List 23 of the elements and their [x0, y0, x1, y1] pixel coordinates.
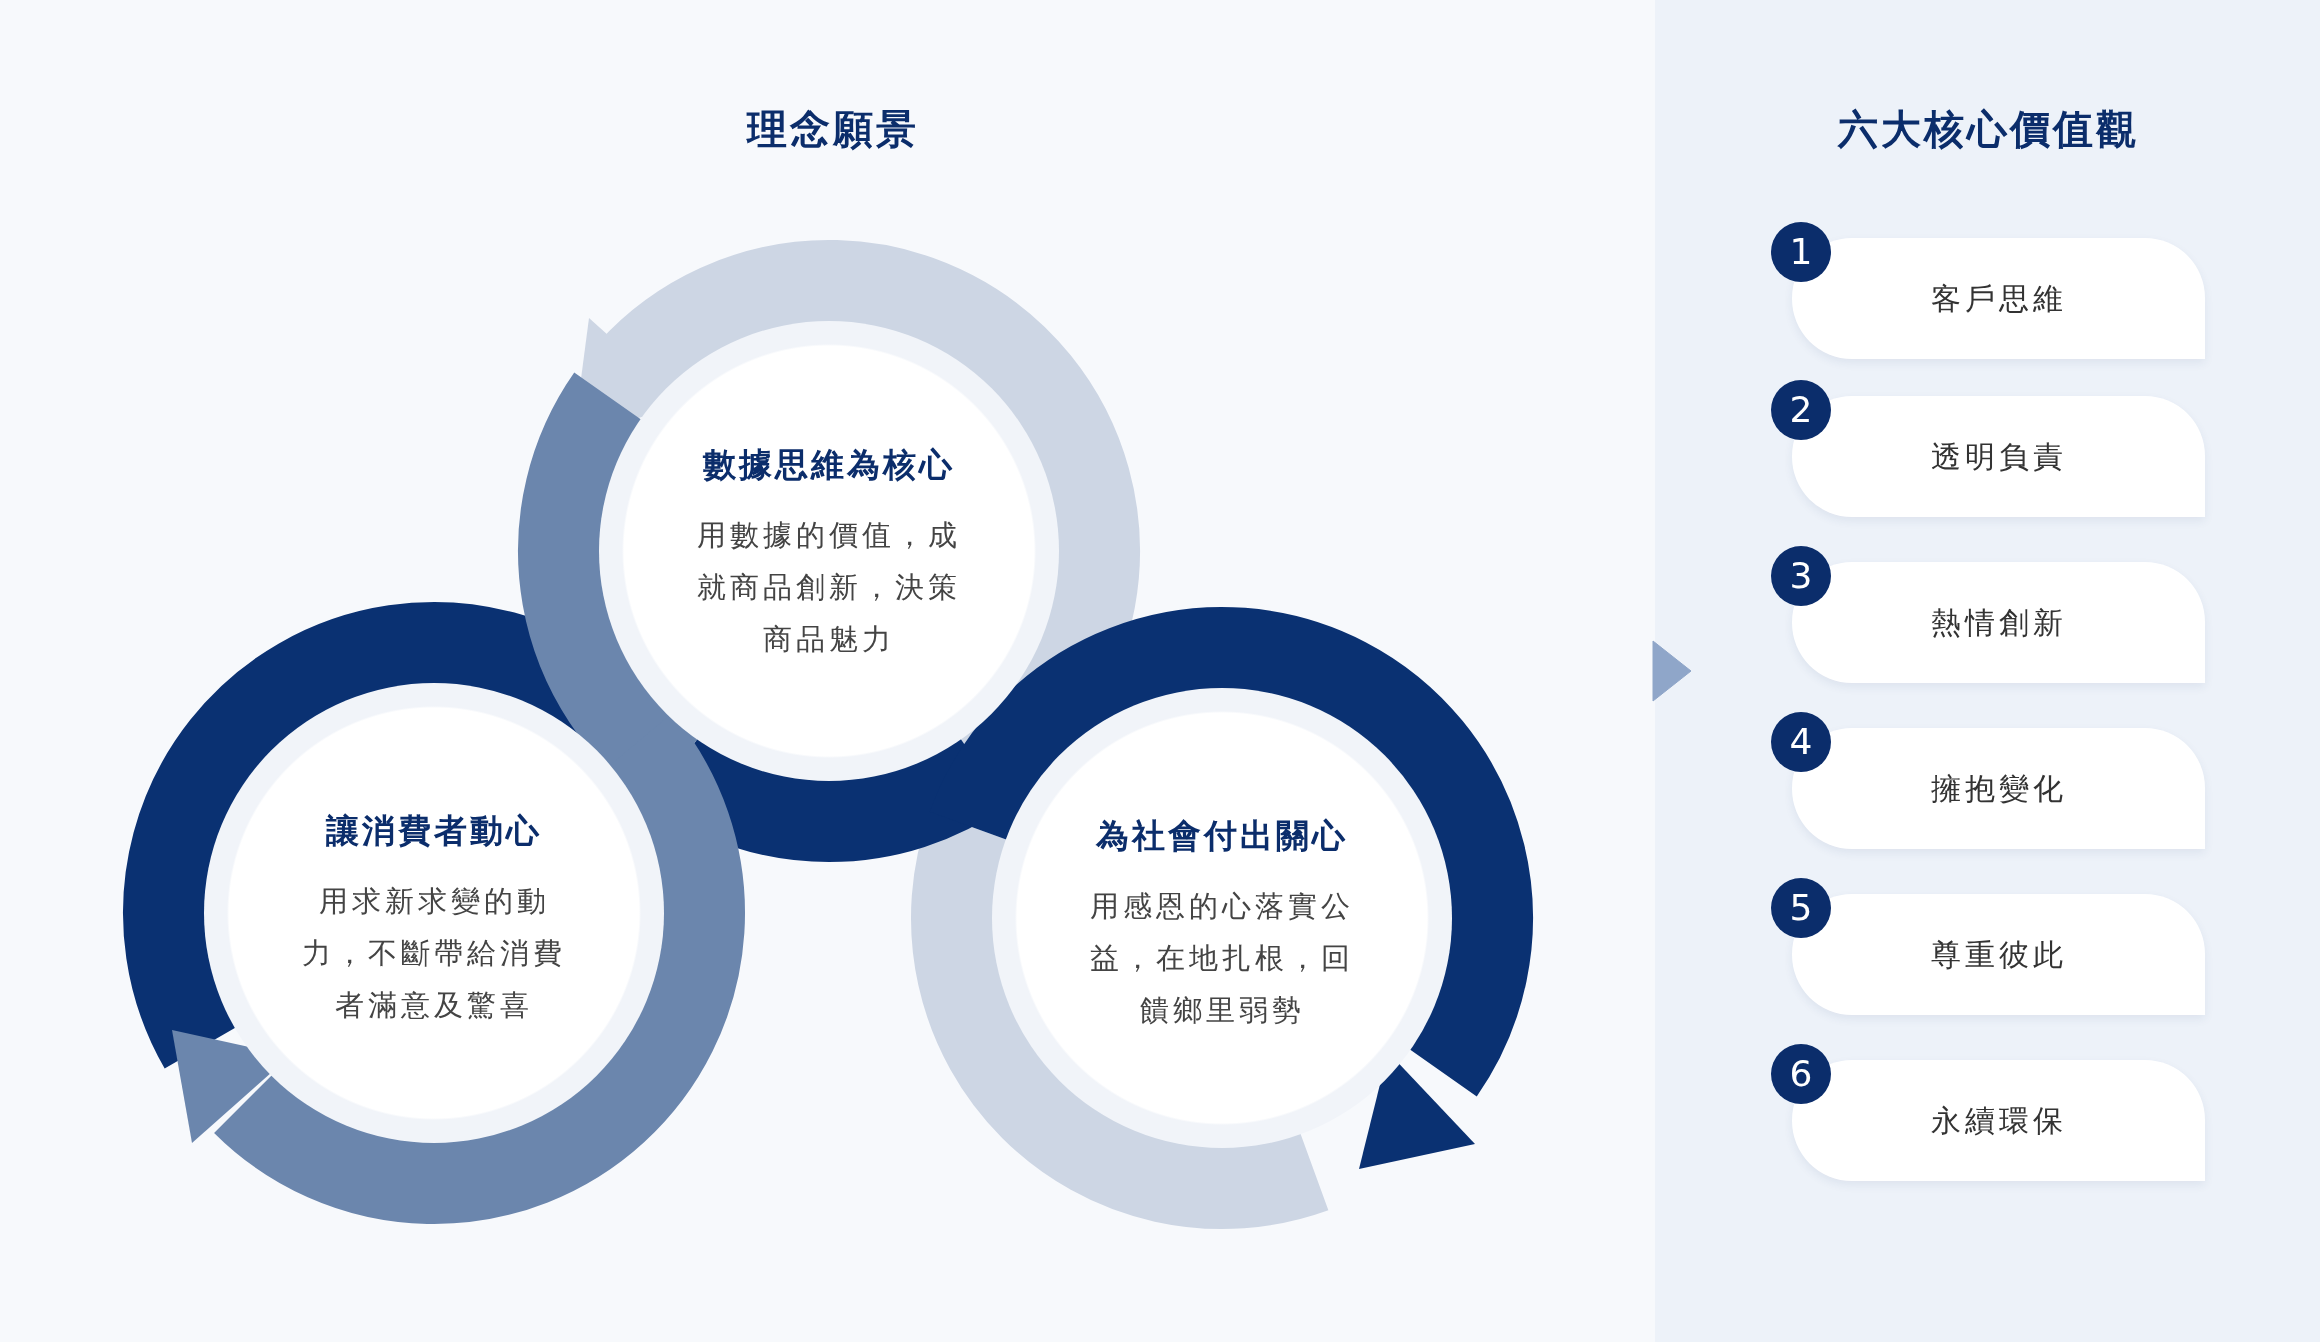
circle-description: 用求新求變的動力，不斷帶給消費者滿意及驚喜 [301, 883, 567, 1024]
circle-heading: 數據思維為核心 [703, 444, 955, 486]
number-badge: 1 [1771, 222, 1831, 282]
number-badge: 6 [1771, 1044, 1831, 1104]
value-label: 透明負責 [1930, 437, 2067, 475]
number-badge: 2 [1771, 380, 1831, 440]
value-label: 熱情創新 [1930, 603, 2067, 641]
value-label: 客戶思維 [1930, 279, 2067, 317]
value-label: 尊重彼此 [1930, 935, 2067, 973]
circle-heading: 為社會付出關心 [1096, 815, 1348, 857]
number-badge: 5 [1771, 878, 1831, 938]
circle-description: 用數據的價值，成就商品創新，決策商品魅力 [696, 517, 962, 658]
number-badge: 3 [1771, 546, 1831, 606]
section-title: 理念願景 [747, 105, 919, 154]
value-label: 擁抱變化 [1930, 769, 2067, 807]
value-label: 永續環保 [1930, 1101, 2067, 1139]
panel-background [1655, 0, 2320, 1342]
chevron-arrow [1652, 640, 1692, 702]
circle-heading: 讓消費者動心 [326, 810, 542, 852]
section-title: 六大核心價值觀 [1837, 105, 2139, 154]
circular-arrow [172, 374, 745, 1224]
number-badge: 4 [1771, 712, 1831, 772]
circle-description: 用感恩的心落實公益，在地扎根，回饋鄉里弱勢 [1089, 888, 1355, 1029]
